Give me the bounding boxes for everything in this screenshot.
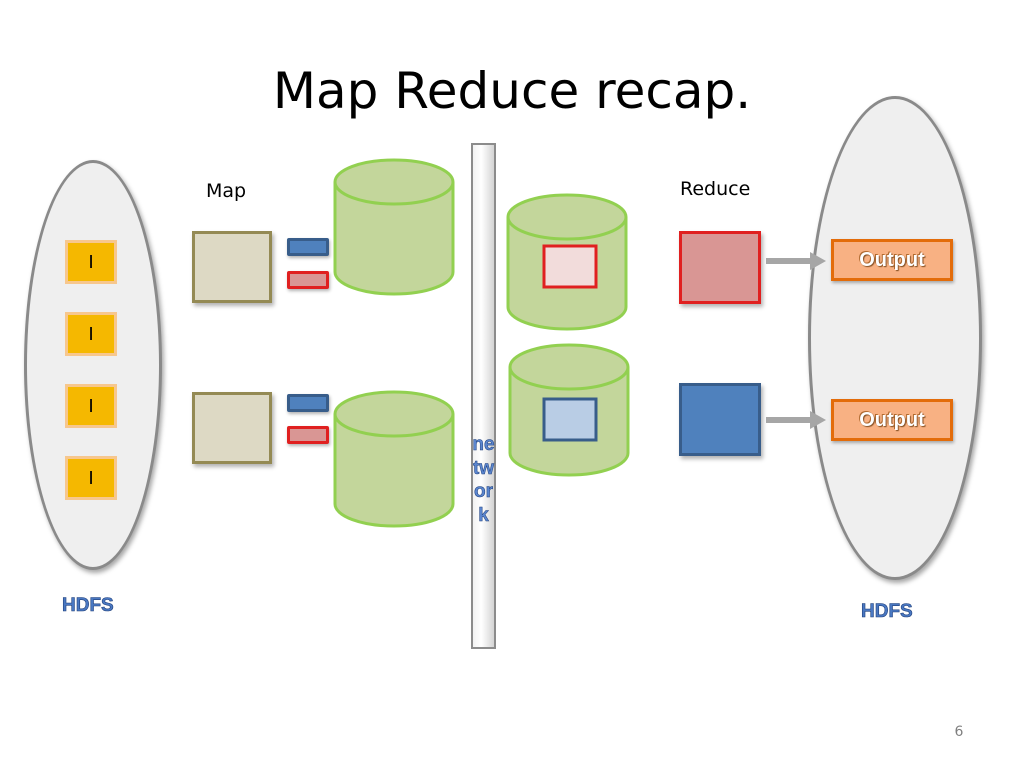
map-task-1 [192, 231, 272, 303]
map-task-2 [192, 392, 272, 464]
input-split-1: I [65, 240, 117, 284]
arrow-right-icon [766, 252, 826, 270]
network-label: network [472, 434, 495, 526]
map-output-blue-1 [287, 238, 329, 256]
hdfs-left-label: HDFS [62, 595, 114, 617]
arrow-right-icon [766, 411, 826, 429]
map-label: Map [206, 180, 247, 202]
reduce-disk-cylinder-2 [508, 343, 630, 477]
hdfs-right-label: HDFS [861, 601, 913, 623]
reduce-disk-cylinder-1 [506, 193, 628, 331]
input-split-3: I [65, 384, 117, 428]
map-disk-cylinder-1 [333, 158, 455, 296]
network-bar [471, 143, 496, 649]
hdfs-input-ellipse [24, 160, 162, 570]
output-box-1: Output [831, 239, 953, 281]
output-box-2: Output [831, 399, 953, 441]
reduce-task-blue [679, 383, 761, 456]
input-split-2: I [65, 312, 117, 356]
input-split-4: I [65, 456, 117, 500]
map-output-red-2 [287, 426, 329, 444]
reduce-label: Reduce [680, 178, 751, 200]
map-output-blue-2 [287, 394, 329, 412]
map-disk-cylinder-2 [333, 390, 455, 528]
hdfs-output-ellipse [808, 96, 982, 580]
map-output-red-1 [287, 271, 329, 289]
reduce-task-red [679, 231, 761, 304]
slide-title: Map Reduce recap. [272, 62, 752, 120]
page-number: 6 [954, 724, 964, 740]
